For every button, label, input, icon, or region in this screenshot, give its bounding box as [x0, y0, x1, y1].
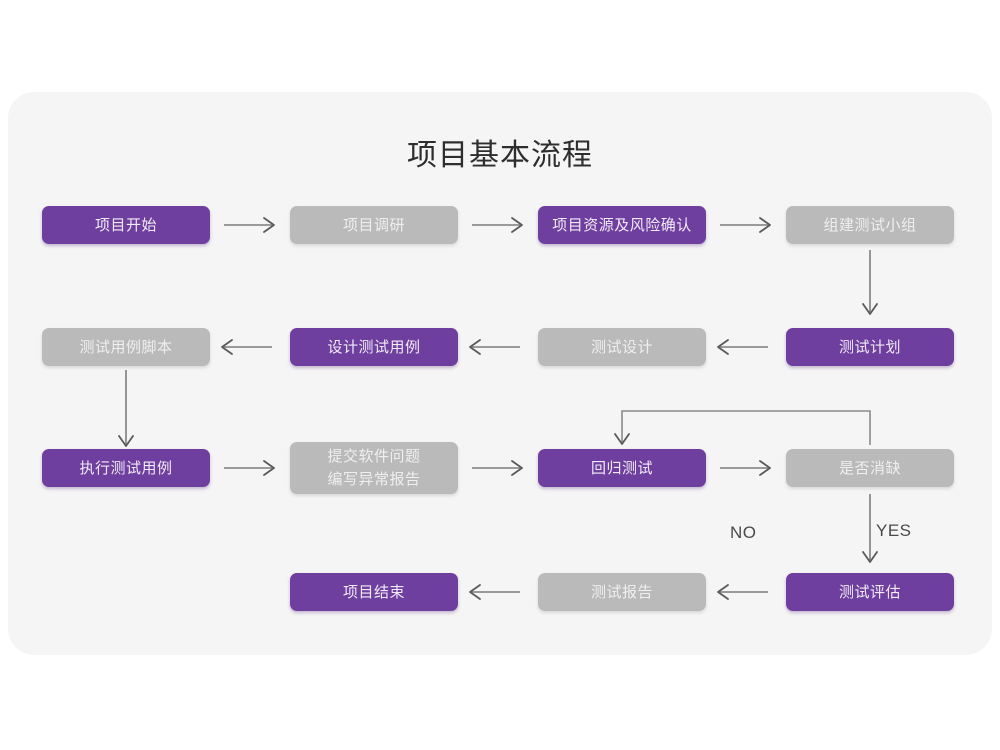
node-defect-cleared[interactable]: 是否消缺 — [786, 449, 954, 487]
node-label: 回归测试 — [590, 459, 653, 477]
node-label: 是否消缺 — [838, 459, 901, 477]
node-test-report[interactable]: 测试报告 — [538, 573, 706, 611]
node-label-line-1: 提交软件问题 — [327, 448, 421, 465]
node-label: 组建测试小组 — [823, 216, 917, 234]
node-regression-test[interactable]: 回归测试 — [538, 449, 706, 487]
node-project-end[interactable]: 项目结束 — [290, 573, 458, 611]
node-project-research[interactable]: 项目调研 — [290, 206, 458, 244]
node-label: 测试报告 — [590, 583, 653, 601]
node-case-scripts[interactable]: 测试用例脚本 — [42, 328, 210, 366]
node-build-team[interactable]: 组建测试小组 — [786, 206, 954, 244]
node-test-plan[interactable]: 测试计划 — [786, 328, 954, 366]
node-label: 测试计划 — [838, 338, 901, 356]
node-label: 项目结束 — [342, 583, 405, 601]
node-design-cases[interactable]: 设计测试用例 — [290, 328, 458, 366]
edge-label-yes: YES — [876, 521, 912, 540]
node-label: 项目调研 — [342, 216, 405, 234]
node-test-evaluation[interactable]: 测试评估 — [786, 573, 954, 611]
node-execute-cases[interactable]: 执行测试用例 — [42, 449, 210, 487]
node-submit-defect[interactable]: 提交软件问题 编写异常报告 — [290, 442, 458, 494]
edge-label-no: NO — [730, 523, 757, 542]
node-project-start[interactable]: 项目开始 — [42, 206, 210, 244]
node-label: 执行测试用例 — [79, 459, 173, 477]
flowchart-card — [8, 92, 992, 655]
node-label: 测试设计 — [590, 338, 653, 356]
node-label: 测试评估 — [838, 583, 901, 601]
node-label: 测试用例脚本 — [79, 338, 173, 356]
node-label: 设计测试用例 — [327, 338, 421, 356]
node-test-design[interactable]: 测试设计 — [538, 328, 706, 366]
page-title: 项目基本流程 — [407, 139, 593, 172]
node-resource-risk[interactable]: 项目资源及风险确认 — [538, 206, 706, 244]
node-label: 项目开始 — [94, 216, 157, 234]
node-label-line-2: 编写异常报告 — [327, 471, 421, 488]
node-label: 项目资源及风险确认 — [552, 216, 692, 234]
